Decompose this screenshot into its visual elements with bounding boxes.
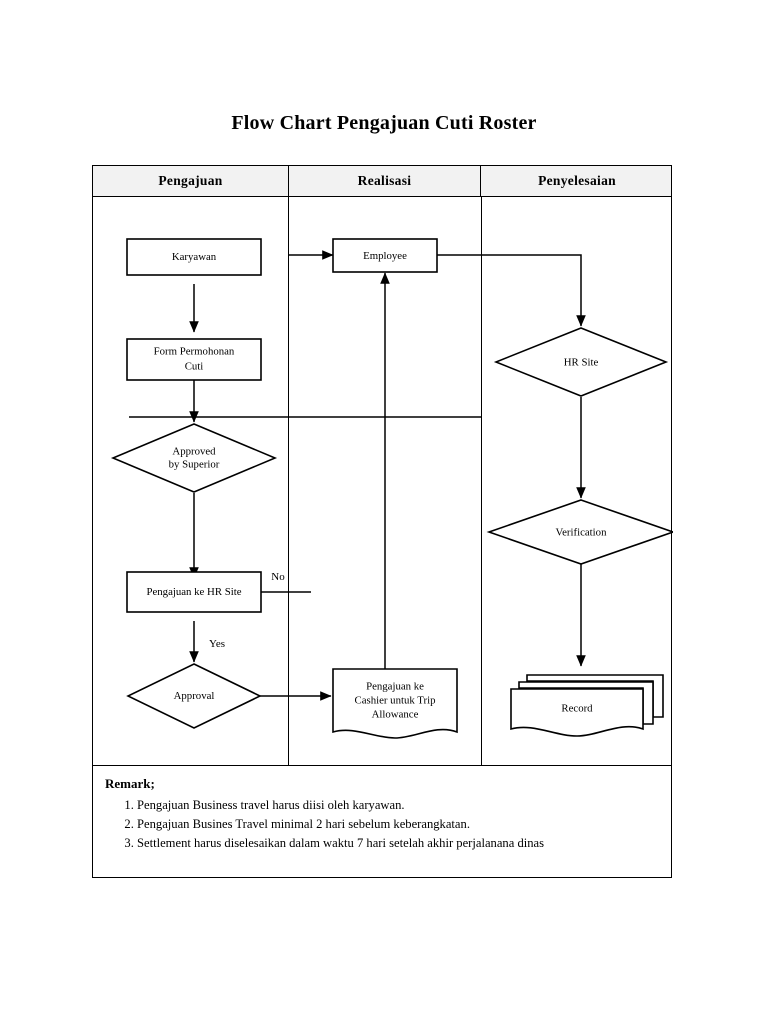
flowchart-table: Pengajuan Realisasi Penyelesaian Remark;… bbox=[92, 165, 673, 878]
column-header-pengajuan: Pengajuan bbox=[158, 173, 223, 188]
swimlane-header-row: Pengajuan Realisasi Penyelesaian bbox=[93, 166, 671, 197]
remark-title: Remark; bbox=[105, 776, 155, 791]
lane-divider-2 bbox=[481, 197, 482, 765]
page-title: Flow Chart Pengajuan Cuti Roster bbox=[231, 112, 537, 134]
swimlane-body-row bbox=[93, 197, 671, 766]
remark-item: Pengajuan Busines Travel minimal 2 hari … bbox=[137, 815, 544, 834]
lane-divider-1 bbox=[288, 197, 289, 765]
column-header-penyelesaian: Penyelesaian bbox=[538, 173, 616, 188]
remark-list: Pengajuan Business travel harus diisi ol… bbox=[111, 796, 544, 853]
remark-item: Pengajuan Business travel harus diisi ol… bbox=[137, 796, 544, 815]
column-header-realisasi: Realisasi bbox=[288, 166, 481, 196]
remark-item: Settlement harus diselesaikan dalam wakt… bbox=[137, 834, 544, 853]
remark-section: Remark; Pengajuan Business travel harus … bbox=[93, 766, 671, 877]
